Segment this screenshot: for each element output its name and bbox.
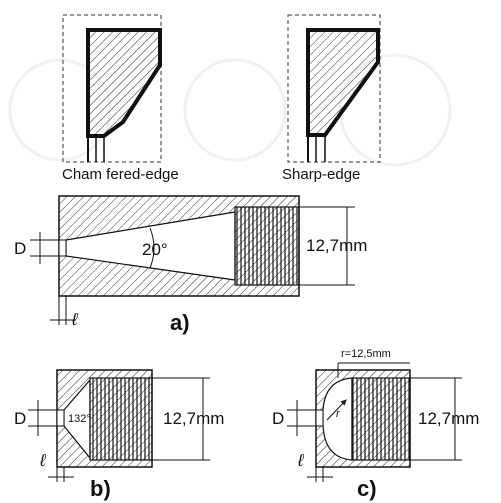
figure-a-caption: a): [170, 310, 190, 335]
figure-b-nozzle: [28, 369, 210, 482]
figure-c-nozzle: [287, 362, 462, 482]
figure-b-d-label: D: [14, 409, 26, 428]
figure-c-radius-label: r: [336, 408, 341, 420]
figure-b-dimension-label: 12,7mm: [163, 409, 224, 428]
chamfered-edge-detail: [62, 14, 162, 163]
figure-a-angle-label: 20°: [142, 240, 168, 259]
figure-a-d-label: D: [14, 239, 26, 258]
figure-c-dimension-label: 12,7mm: [418, 409, 479, 428]
chamfered-edge-label: Cham fered-edge: [62, 166, 179, 183]
figure-a-nozzle: [30, 195, 355, 325]
figure-c-radius-top-label: r=12,5mm: [341, 348, 391, 360]
figure-c-length-label: ℓ: [297, 451, 304, 470]
figure-b-angle-label: 132°: [68, 413, 91, 425]
figure-a-dimension-label: 12,7mm: [306, 236, 367, 255]
figure-a-length-label: ℓ: [71, 310, 78, 329]
sharp-edge-label: Sharp-edge: [282, 166, 360, 183]
watermark: [8, 53, 452, 167]
sharp-edge-detail: [287, 14, 381, 163]
figure-c-caption: c): [357, 476, 377, 501]
figure-b-length-label: ℓ: [39, 451, 46, 470]
figure-c-d-label: D: [272, 409, 284, 428]
figure-b-caption: b): [90, 476, 111, 501]
